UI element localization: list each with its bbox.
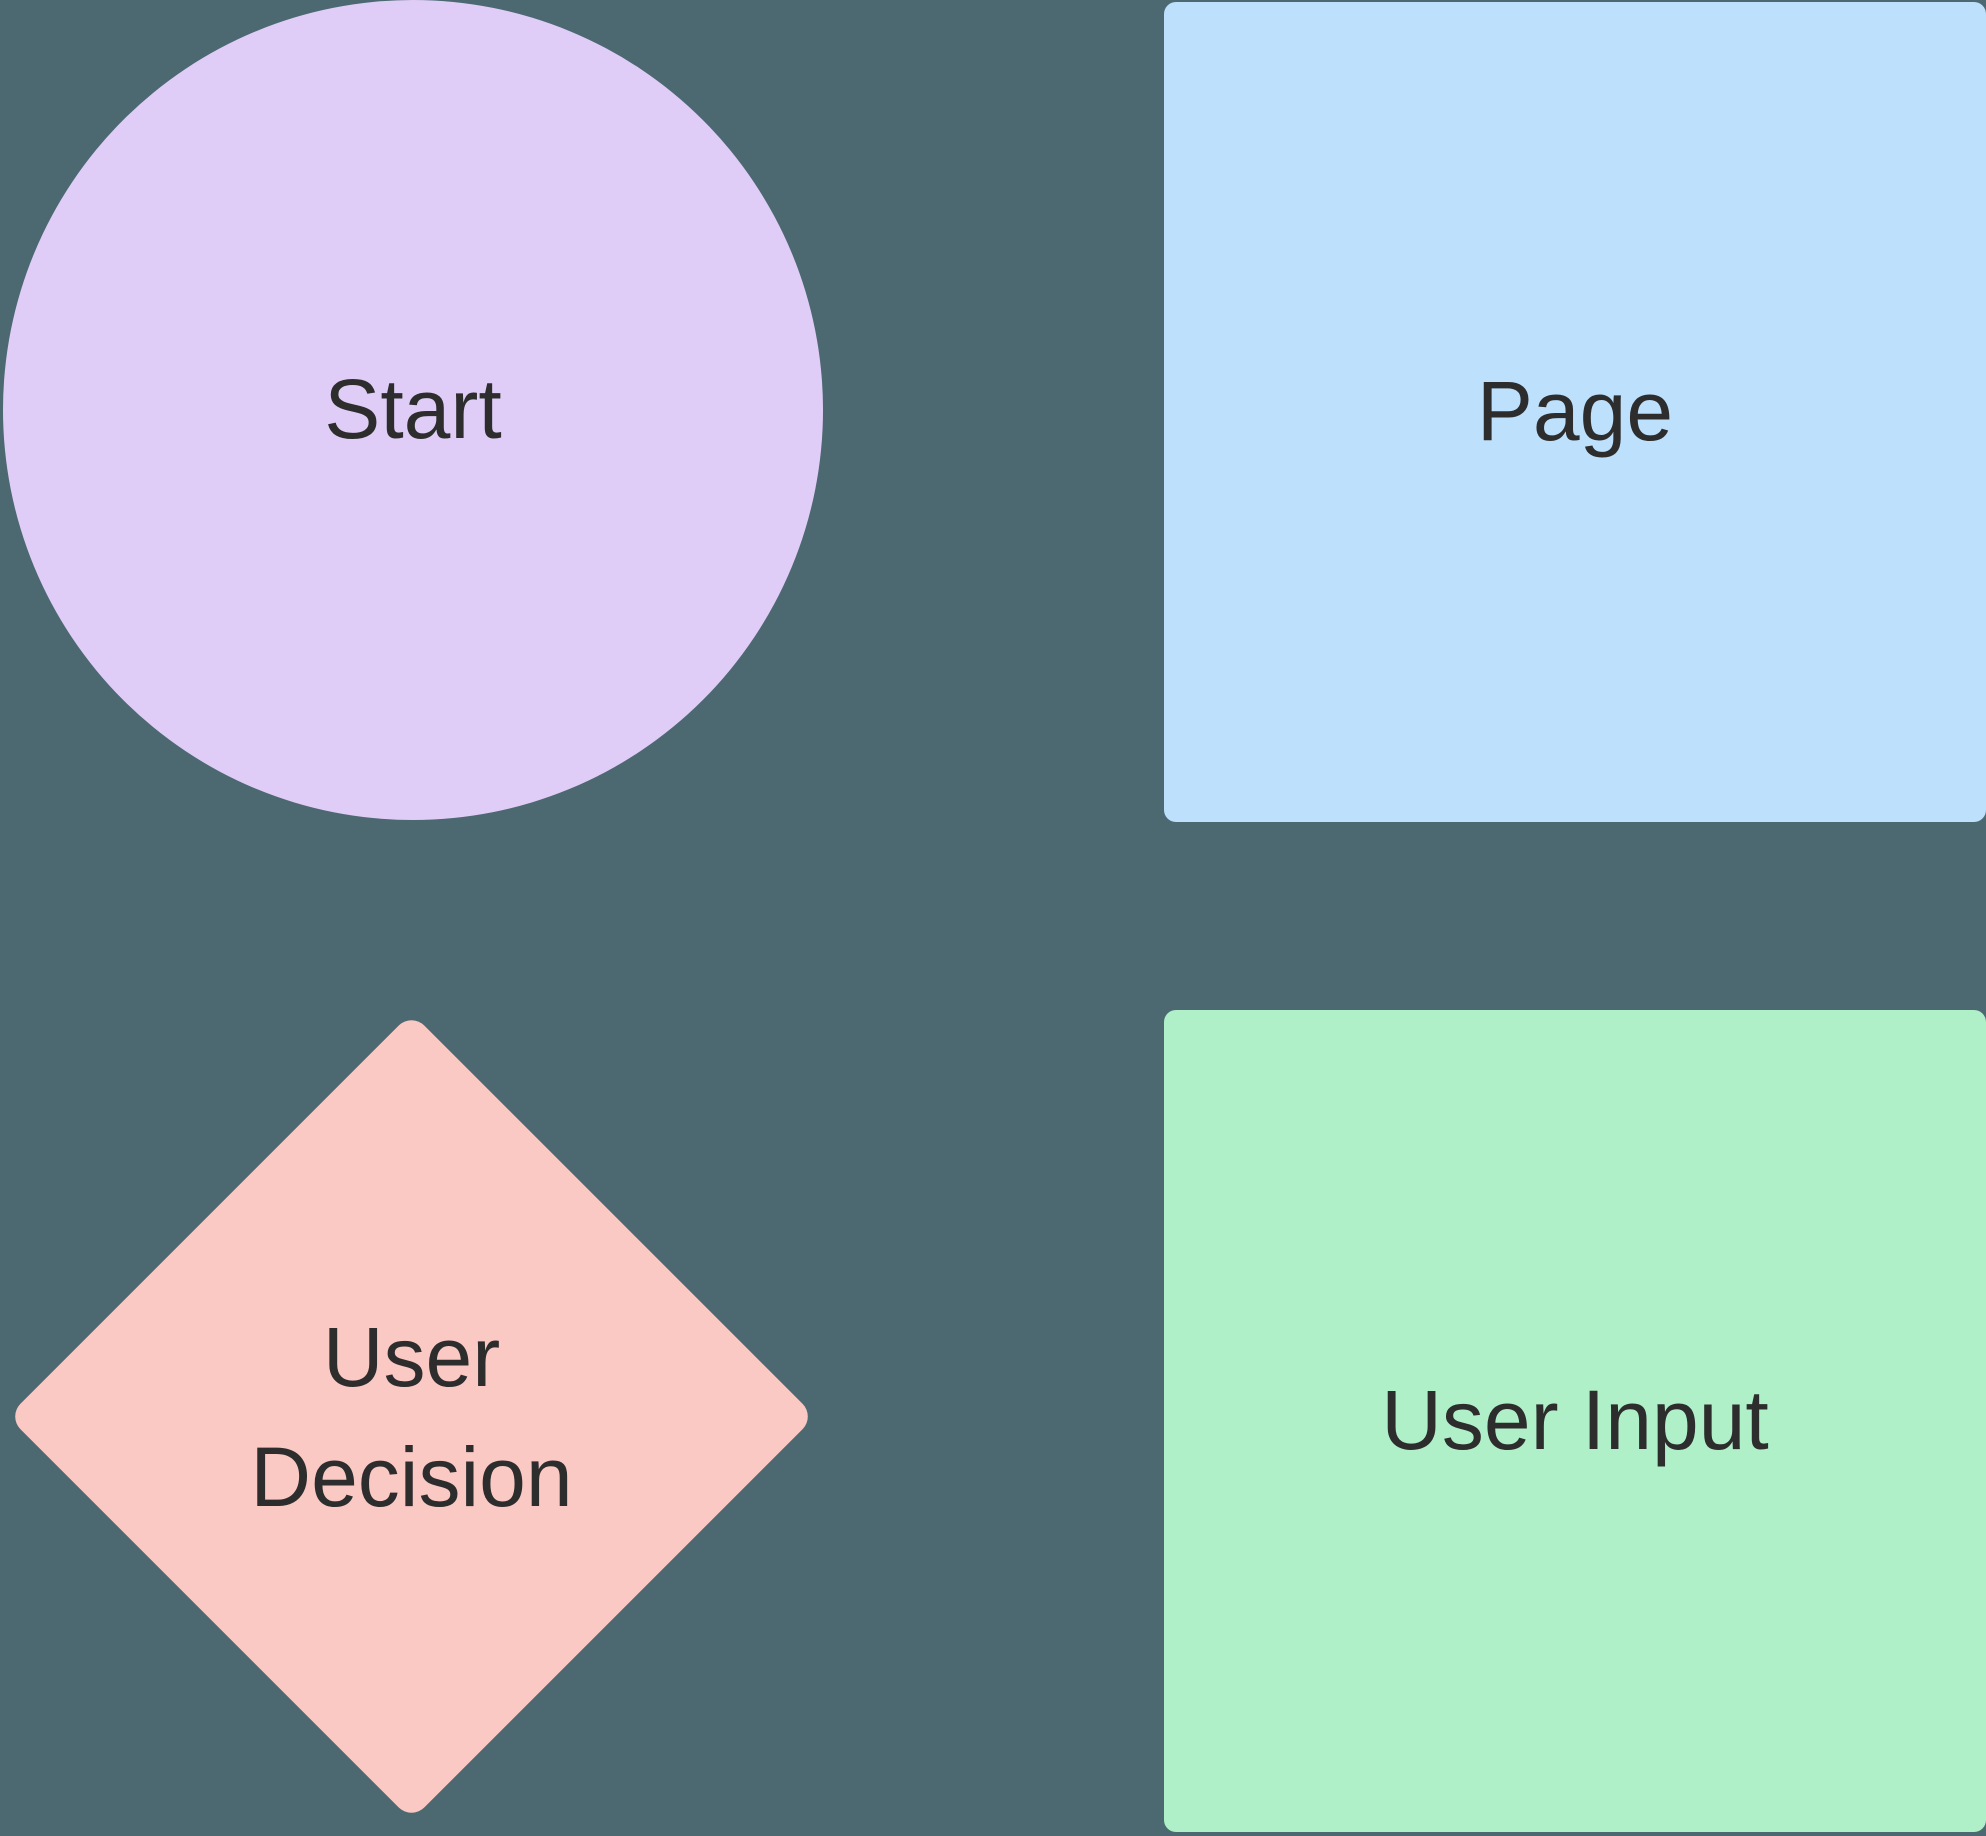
node-user-decision[interactable]: User Decision bbox=[7, 1012, 816, 1821]
node-page[interactable]: Page bbox=[1164, 2, 1986, 822]
node-user-decision-label-line2: Decision bbox=[250, 1429, 573, 1524]
node-user-decision-label-line1: User bbox=[322, 1309, 501, 1404]
node-start-label: Start bbox=[324, 362, 502, 457]
node-start[interactable]: Start bbox=[3, 0, 823, 820]
node-user-decision-label: User Decision bbox=[126, 1131, 697, 1702]
node-user-input[interactable]: User Input bbox=[1164, 1010, 1986, 1832]
node-page-label: Page bbox=[1476, 364, 1674, 459]
node-user-input-label: User Input bbox=[1381, 1373, 1769, 1468]
